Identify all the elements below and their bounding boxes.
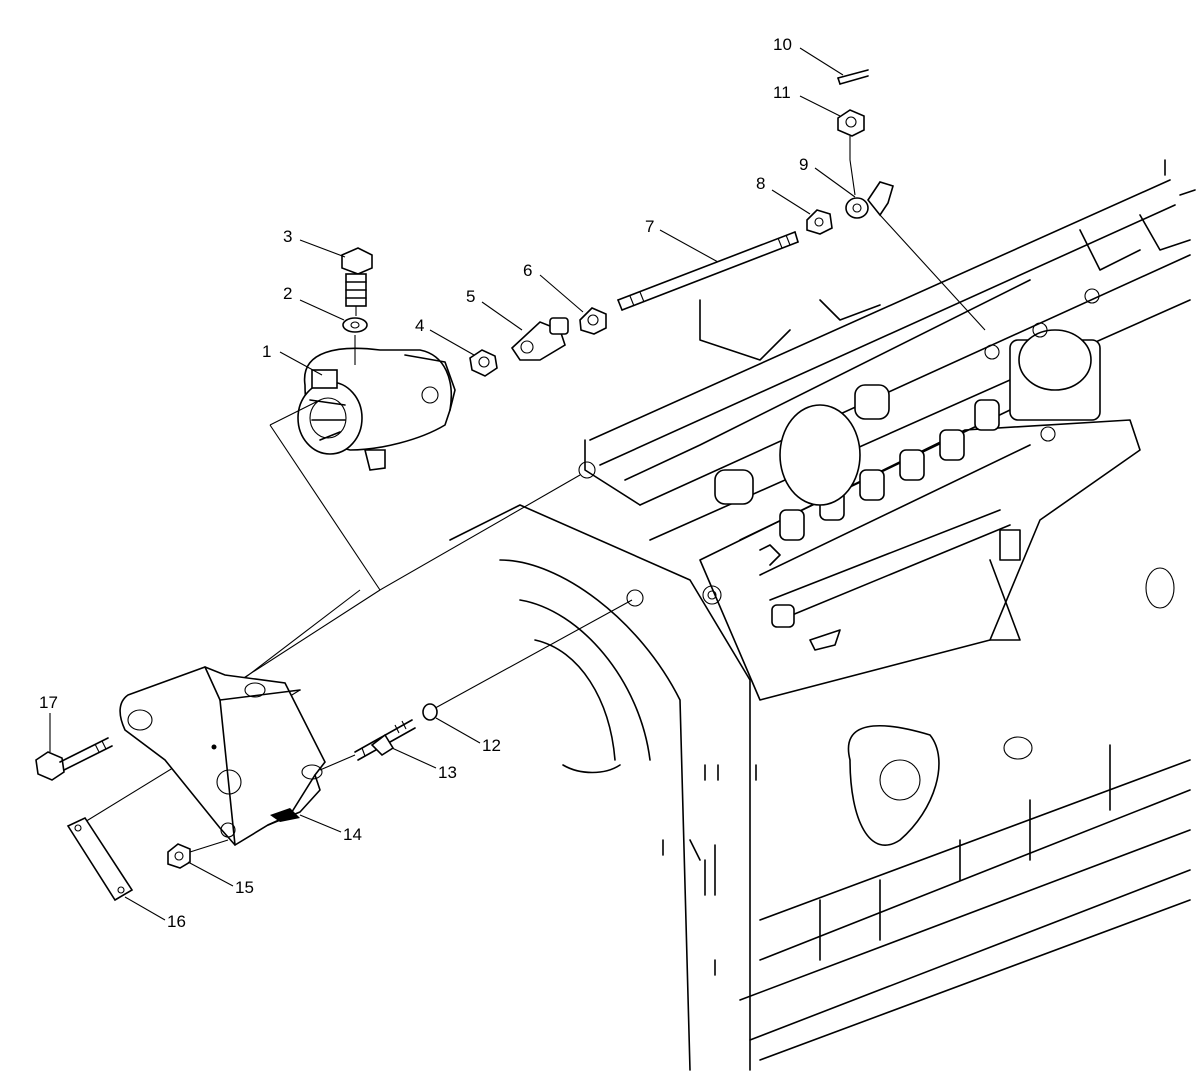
callout-5: 5 [466, 287, 523, 331]
svg-text:12: 12 [482, 736, 501, 755]
nut-4 [469, 349, 498, 377]
mounting-bracket-14 [119, 666, 326, 847]
svg-text:2: 2 [283, 284, 292, 303]
callout-7: 7 [645, 217, 719, 263]
callout-3: 3 [283, 227, 346, 258]
callout-14: 14 [299, 814, 362, 844]
nut-8 [806, 209, 833, 235]
svg-text:3: 3 [283, 227, 292, 246]
strap-16 [66, 816, 134, 902]
svg-text:9: 9 [799, 155, 808, 174]
callout-16: 16 [124, 896, 186, 931]
callout-15: 15 [187, 861, 254, 897]
callout-11: 11 [773, 83, 841, 117]
nut-15 [167, 843, 191, 869]
delivery-valves [779, 399, 1000, 541]
injection-pump [699, 288, 1141, 701]
callout-12: 12 [435, 717, 501, 755]
washer-12 [422, 703, 438, 721]
svg-text:8: 8 [756, 174, 765, 193]
bracket-9 [845, 181, 894, 219]
callout-8: 8 [756, 174, 811, 215]
callout-2: 2 [283, 284, 345, 321]
pin-10 [837, 69, 869, 85]
svg-text:4: 4 [415, 316, 424, 335]
solenoid-bolt [341, 247, 373, 316]
svg-text:5: 5 [466, 287, 475, 306]
callout-13: 13 [391, 747, 457, 782]
callout-1: 1 [262, 342, 323, 376]
svg-text:6: 6 [523, 261, 532, 280]
control-rod-7 [617, 231, 799, 311]
joint-5 [510, 317, 569, 361]
callout-4: 4 [415, 316, 475, 356]
svg-text:11: 11 [773, 83, 791, 102]
callout-17: 17 [39, 693, 58, 752]
solenoid-washer [342, 317, 368, 365]
svg-text:17: 17 [39, 693, 58, 712]
callout-10: 10 [773, 35, 844, 76]
svg-text:15: 15 [235, 878, 254, 897]
svg-text:16: 16 [167, 912, 186, 931]
stud-13 [354, 719, 416, 761]
svg-text:13: 13 [438, 763, 457, 782]
engine-block [449, 159, 1196, 1071]
nut-11 [837, 109, 865, 137]
fuel-cut-solenoid [297, 347, 456, 471]
svg-text:14: 14 [343, 825, 362, 844]
callout-9: 9 [799, 155, 856, 198]
bolt-17 [35, 737, 113, 781]
svg-text:7: 7 [645, 217, 654, 236]
svg-text:10: 10 [773, 35, 792, 54]
nut-6 [579, 307, 607, 335]
callouts: 1 2 3 4 5 6 7 8 [39, 35, 856, 931]
svg-text:1: 1 [262, 342, 271, 361]
callout-6: 6 [523, 261, 584, 313]
